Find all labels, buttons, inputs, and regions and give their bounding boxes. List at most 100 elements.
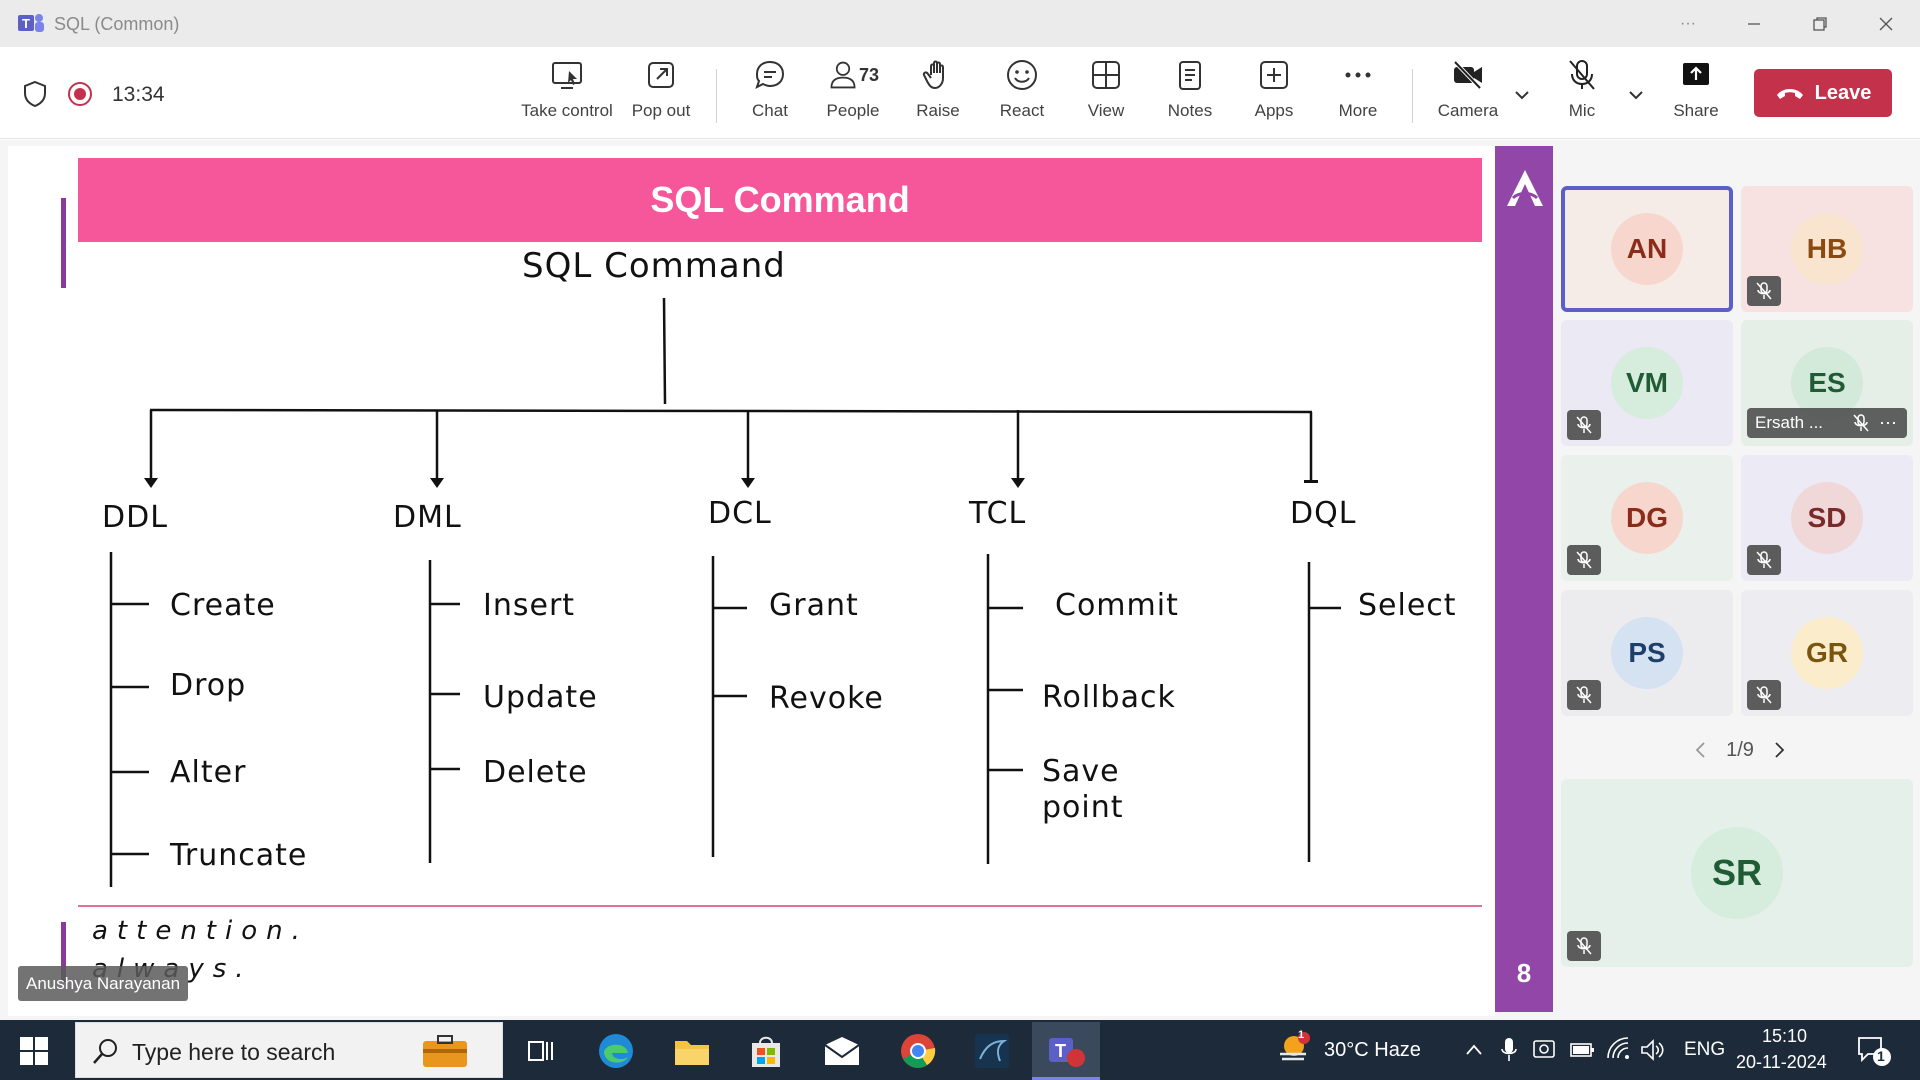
chat-label: Chat [752, 101, 788, 120]
camera-options-chevron-icon[interactable] [1512, 85, 1532, 105]
pop-out-label: Pop out [631, 101, 691, 120]
view-label: View [1087, 101, 1125, 120]
avatar: DG [1611, 482, 1683, 554]
participant-tile[interactable]: SD [1741, 455, 1913, 581]
camera-button[interactable]: Camera [1426, 57, 1510, 135]
view-button[interactable]: View [1066, 57, 1146, 135]
command-item: point [1042, 790, 1124, 825]
shield-icon[interactable] [22, 80, 48, 108]
folder-icon [675, 1041, 709, 1065]
people-button[interactable]: 73 People [812, 57, 894, 135]
muted-indicator [1567, 931, 1601, 961]
take-control-button[interactable]: Take control [521, 57, 613, 135]
teams-logo-icon: T [18, 14, 44, 32]
store-app-button[interactable] [740, 1028, 792, 1074]
command-item: Rollback [1042, 680, 1176, 715]
briefcase-icon [423, 1035, 467, 1067]
slide-page-number: 8 [1516, 958, 1532, 988]
toolbar-divider [1412, 69, 1413, 123]
command-item: Revoke [769, 681, 884, 716]
share-label: Share [1673, 101, 1719, 120]
taskbar-search-box[interactable]: Type here to search [75, 1022, 503, 1078]
category-label: DCL [708, 496, 772, 531]
leave-button[interactable]: Leave [1754, 69, 1892, 117]
notes-icon [1179, 61, 1201, 90]
raise-hand-button[interactable]: Raise [898, 57, 978, 135]
clock-time[interactable]: 15:10 [1762, 1026, 1808, 1046]
more-icon[interactable]: ⋯ [1879, 412, 1897, 433]
camera-off-icon [1453, 60, 1482, 90]
slide-header: SQL Command [78, 158, 1482, 242]
mysql-workbench-button[interactable] [966, 1028, 1018, 1074]
participant-tile[interactable]: HB [1741, 186, 1913, 312]
muted-mic-icon [1576, 686, 1592, 704]
chat-button[interactable]: Chat [730, 57, 810, 135]
muted-indicator [1567, 680, 1601, 710]
wifi-icon[interactable] [1606, 1036, 1632, 1062]
pop-out-button[interactable]: Pop out [620, 57, 702, 135]
command-item: Save [1042, 754, 1120, 789]
muted-mic-icon [1756, 551, 1772, 569]
react-button[interactable]: React [982, 57, 1062, 135]
command-item: Grant [769, 588, 859, 623]
grid-view-icon [1092, 61, 1120, 89]
participant-tile[interactable]: AN [1561, 186, 1733, 312]
volume-icon[interactable] [1640, 1038, 1666, 1062]
more-label: More [1338, 101, 1378, 120]
clock-date[interactable]: 20-11-2024 [1736, 1052, 1827, 1072]
apps-label: Apps [1254, 101, 1294, 120]
edge-app-button[interactable] [590, 1028, 642, 1074]
more-button[interactable]: More [1318, 57, 1398, 135]
participant-tile[interactable]: PS [1561, 590, 1733, 716]
mail-icon [824, 1037, 860, 1065]
mic-button[interactable]: Mic [1540, 57, 1624, 135]
participant-name-bar: Ersath ...⋯ [1747, 408, 1907, 438]
more-options-icon[interactable]: ··· [1680, 15, 1696, 32]
people-label: People [826, 101, 880, 120]
notes-button[interactable]: Notes [1150, 57, 1230, 135]
share-icon [1683, 63, 1709, 85]
mic-options-chevron-icon[interactable] [1626, 85, 1646, 105]
share-button[interactable]: Share [1654, 57, 1738, 135]
slide-accent-bar [61, 198, 66, 288]
file-explorer-button[interactable] [666, 1028, 718, 1074]
minimize-button[interactable] [1726, 6, 1782, 42]
chevron-right-icon[interactable] [1772, 740, 1786, 760]
participant-tile[interactable]: SR [1561, 779, 1913, 967]
mail-app-button[interactable] [816, 1028, 868, 1074]
restore-button[interactable] [1792, 6, 1848, 42]
tree-connectors [78, 297, 1482, 907]
muted-indicator [1567, 545, 1601, 575]
notifications-icon[interactable] [1856, 1034, 1892, 1068]
participant-tile[interactable]: DG [1561, 455, 1733, 581]
muted-indicator [1747, 680, 1781, 710]
camera-status-icon[interactable] [1532, 1038, 1558, 1062]
search-icon [93, 1039, 117, 1064]
category-label: TCL [969, 496, 1027, 531]
battery-icon[interactable] [1570, 1040, 1596, 1060]
weather-haze-icon[interactable] [1276, 1032, 1310, 1066]
meeting-timer: 13:34 [112, 83, 165, 106]
windows-start-icon[interactable] [20, 1037, 48, 1065]
command-item: Insert [483, 588, 576, 623]
command-item: Create [170, 588, 276, 623]
task-view-button[interactable] [514, 1028, 566, 1074]
people-count: 73 [858, 64, 880, 85]
teams-app-button[interactable]: T [1032, 1022, 1100, 1080]
weather-badge: 1 [1298, 1029, 1305, 1041]
participant-tile[interactable]: VM [1561, 320, 1733, 446]
apps-button[interactable]: Apps [1234, 57, 1314, 135]
pop-out-icon [648, 62, 674, 88]
chrome-app-button[interactable] [892, 1028, 944, 1074]
chevron-left-icon[interactable] [1694, 740, 1708, 760]
language-indicator[interactable]: ENG [1684, 1039, 1726, 1060]
close-button[interactable] [1858, 6, 1914, 42]
weather-text[interactable]: 30°C Haze [1324, 1039, 1421, 1061]
microphone-icon[interactable] [1500, 1036, 1518, 1064]
muted-mic-icon [1756, 686, 1772, 704]
phone-hangup-icon [1776, 89, 1803, 99]
chevron-up-icon[interactable] [1464, 1040, 1484, 1060]
participant-tile[interactable]: GR [1741, 590, 1913, 716]
avatar: PS [1611, 617, 1683, 689]
